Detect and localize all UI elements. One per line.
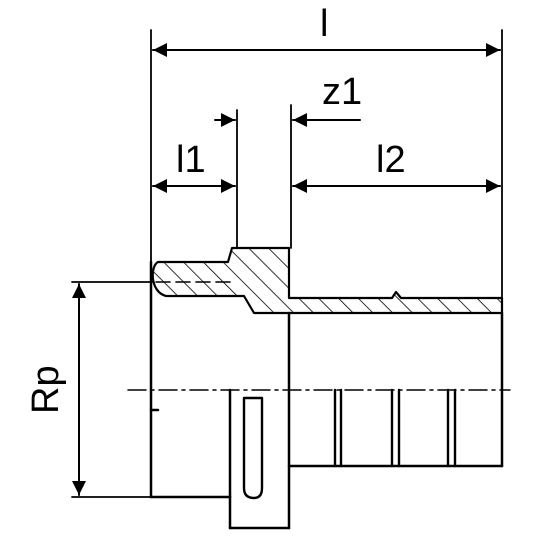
label-l1: l1 <box>176 139 206 181</box>
label-l: l <box>320 3 328 45</box>
label-rp: Rp <box>25 365 67 414</box>
socket-slot <box>242 396 264 500</box>
label-z1: z1 <box>322 71 362 113</box>
hatched-section <box>151 246 504 315</box>
extension-lines <box>71 29 503 498</box>
insert-ribs <box>333 388 457 468</box>
fitting-body-outline <box>149 260 504 530</box>
label-l2: l2 <box>376 139 406 181</box>
